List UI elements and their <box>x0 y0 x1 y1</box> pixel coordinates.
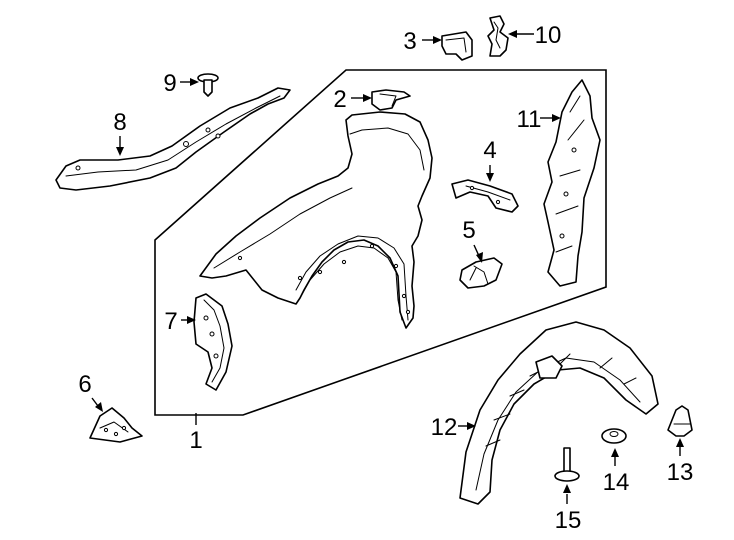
callout-10: 10 <box>535 22 562 49</box>
callout-13: 13 <box>667 459 694 486</box>
callout-6: 6 <box>78 371 91 398</box>
bracket-part-10 <box>487 15 509 57</box>
callout-12: 12 <box>431 414 458 441</box>
reinforcement-part-8 <box>55 87 291 191</box>
callout-3: 3 <box>403 28 416 55</box>
callout-2: 2 <box>333 86 346 113</box>
push-pin-part-9 <box>197 73 219 97</box>
bracket-part-2 <box>371 89 411 111</box>
nut-part-14 <box>601 428 627 444</box>
callout-9: 9 <box>163 70 176 97</box>
push-clip-part-13 <box>667 405 693 437</box>
callout-11: 11 <box>517 106 542 133</box>
fender-assembly-outline <box>154 69 607 416</box>
callout-8: 8 <box>113 109 126 136</box>
callout-14: 14 <box>603 469 630 496</box>
wheel-liner-part-12 <box>459 321 659 505</box>
leader-lines <box>91 30 684 504</box>
fender-panel <box>199 111 433 329</box>
bolt-part-15 <box>554 447 580 482</box>
callout-7: 7 <box>164 308 177 335</box>
clip-part-3 <box>441 31 473 61</box>
bracket-part-5 <box>459 257 503 289</box>
callout-1: 1 <box>189 427 202 454</box>
shield-part-7 <box>193 293 233 391</box>
callout-5: 5 <box>462 217 475 244</box>
inner-panel-part-11 <box>543 79 601 287</box>
callout-4: 4 <box>483 137 496 164</box>
bracket-part-4 <box>451 179 519 213</box>
gusset-part-6 <box>89 407 143 443</box>
callout-15: 15 <box>555 507 582 534</box>
